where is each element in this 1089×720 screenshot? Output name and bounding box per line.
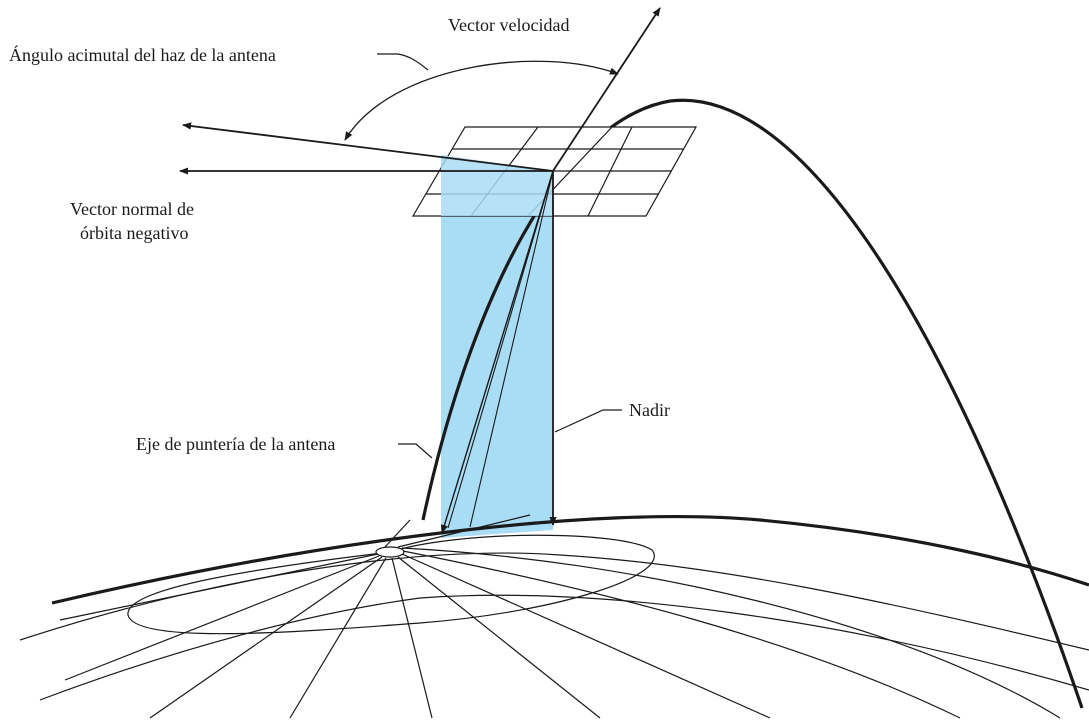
negative-orbit-normal-label-line1: Vector normal de [70, 199, 194, 219]
nadir-label: Nadir [629, 400, 670, 420]
antenna-boresight-label: Eje de puntería de la antena [136, 434, 335, 454]
nadir-leader [554, 409, 622, 433]
meridian-line [384, 519, 411, 548]
orbit-path [421, 98, 1084, 709]
meridian-line [289, 557, 387, 719]
earth-horizon [51, 514, 1089, 605]
negative-orbit-normal-label-line2: órbita negativo [80, 223, 188, 243]
azimuth-reference-vector [182, 122, 554, 172]
meridian-line [397, 556, 601, 719]
meridian-line [391, 557, 433, 719]
beam-ray [469, 170, 554, 528]
azimuth-leader [377, 53, 429, 71]
beam-ray [447, 170, 554, 529]
meridian-line [402, 550, 961, 719]
azimuth-angle-arc [344, 60, 619, 141]
meridian-line [64, 555, 380, 681]
leader-lines [377, 53, 622, 459]
meridian-line [59, 553, 379, 621]
latitude-line [39, 594, 1089, 701]
vectors [179, 7, 661, 534]
footprint-ellipse [127, 534, 655, 635]
boresight-leader [398, 443, 433, 459]
azimuth-angle-label: Ángulo acimutal del haz de la antena [9, 44, 276, 65]
velocity-vector-label: Vector velocidad [448, 15, 569, 35]
earth-globe [19, 514, 1089, 719]
latitude-line [19, 552, 1089, 651]
meridian-line [401, 553, 771, 719]
beam-projection [441, 155, 553, 538]
meridian-line [401, 547, 1061, 719]
antenna-boresight-vector [440, 170, 554, 534]
meridian-line [149, 556, 383, 719]
pole-marker [375, 546, 405, 558]
